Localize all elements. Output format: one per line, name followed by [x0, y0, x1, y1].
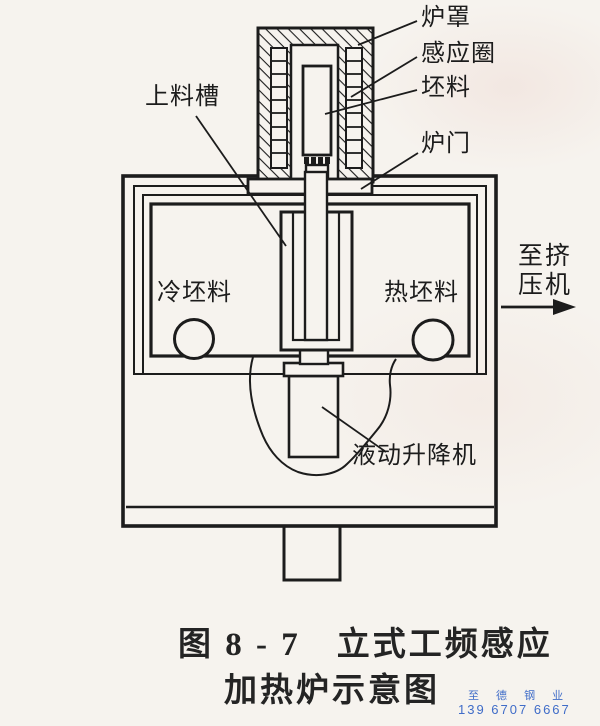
- label-cold-billet: 冷坯料: [157, 280, 232, 306]
- label-feeding-chute: 上料槽: [145, 84, 220, 110]
- label-furnace-door: 炉门: [421, 131, 471, 157]
- leader-hydraulic-lift: [321, 406, 387, 453]
- to-extruder-line1: 至挤: [518, 243, 573, 270]
- leader-lines: [195, 20, 419, 453]
- label-billet: 坯料: [421, 75, 471, 101]
- label-hot-billet: 热坯料: [384, 280, 459, 306]
- cutaway-break-line: [248, 356, 397, 477]
- leader-feeding-chute: [195, 115, 287, 247]
- watermark-company: 至 德 钢 业: [468, 690, 571, 702]
- leader-induction-coil: [350, 56, 418, 98]
- to-extruder-line2: 压机: [518, 272, 573, 299]
- billet-in-tube: [301, 64, 333, 157]
- to-extruder-arrow: [501, 299, 576, 315]
- base-support-stem: [282, 527, 342, 582]
- hot-billet-circle: [411, 318, 455, 362]
- induction-coil-right: [345, 47, 363, 169]
- leader-furnace-door: [360, 152, 419, 190]
- label-hydraulic-lift: 液动升降机: [352, 443, 477, 469]
- induction-coil-left: [270, 47, 288, 169]
- label-furnace-cover: 炉罩: [421, 5, 471, 31]
- cold-billet-circle: [173, 318, 215, 360]
- billet-support-grate: [304, 157, 330, 164]
- figure-caption-line1: 图 8 - 7 立式工频感应: [178, 627, 553, 663]
- watermark-phone: 139 6707 6667: [458, 702, 571, 717]
- label-induction-coil: 感应圈: [421, 41, 496, 67]
- leader-billet: [324, 89, 418, 115]
- lift-push-rod: [303, 170, 329, 342]
- hydraulic-lift-cylinder: [282, 347, 345, 459]
- leader-furnace-cover: [357, 20, 418, 46]
- figure-caption-line2: 加热炉示意图: [224, 673, 440, 709]
- label-to-extruder: 至挤压机: [518, 242, 576, 300]
